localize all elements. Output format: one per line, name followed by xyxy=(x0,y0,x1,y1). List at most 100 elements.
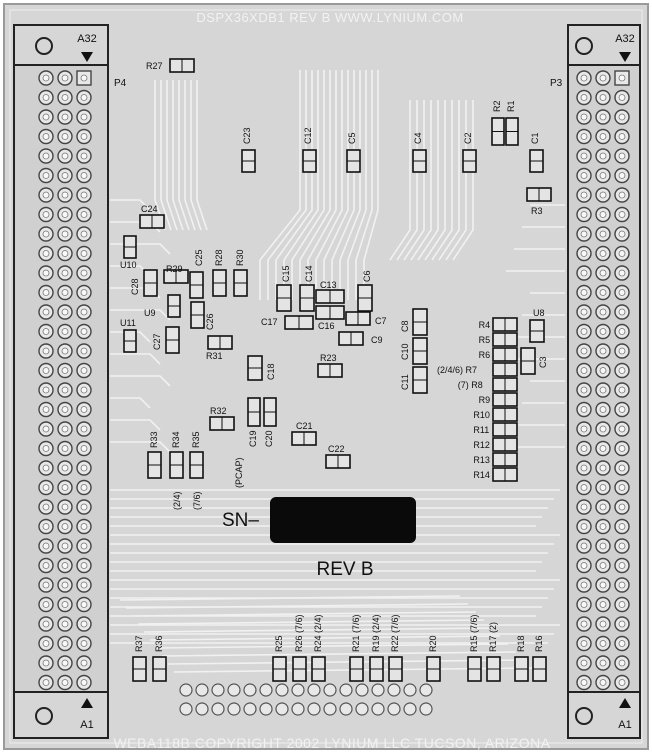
component-label: C8 xyxy=(400,320,410,332)
component-r21: R21 (7/6) xyxy=(349,614,364,682)
component-c11: C11 xyxy=(400,366,428,394)
component-label: R33 xyxy=(149,431,159,448)
component-r11: R11 xyxy=(473,422,518,437)
component-r23: R23 xyxy=(317,353,343,378)
pin-arrow-down-icon xyxy=(619,52,631,62)
serial-number-box xyxy=(270,497,416,543)
component-label: R12 xyxy=(473,440,490,450)
component-label: R20 xyxy=(428,635,438,652)
component-r1: R1 xyxy=(505,100,519,146)
component-r33: R33 xyxy=(147,431,162,479)
component-c5: C5 xyxy=(346,132,361,173)
component-label: U11 xyxy=(120,318,136,328)
component-r10: R10 xyxy=(473,407,518,422)
component-label: R35 xyxy=(191,431,201,448)
component-label: R27 xyxy=(146,61,163,71)
component-r26: R26 (7/6) xyxy=(292,614,307,682)
component-label: R4 xyxy=(479,320,491,330)
connector-p4-label: P4 xyxy=(114,78,127,89)
component-label: C16 xyxy=(318,321,335,331)
component-u10: U10 xyxy=(120,235,137,270)
component-label: R14 xyxy=(473,470,490,480)
component-c7: C7 xyxy=(345,311,387,326)
component-r28: R28 xyxy=(212,249,227,297)
component-label: R37 xyxy=(134,635,144,652)
component-label: R1 xyxy=(506,100,516,112)
component-r12: R12 xyxy=(473,437,518,452)
revision-label: REV B xyxy=(316,559,373,580)
component-label: C2 xyxy=(463,132,473,144)
component-r17: R17 (2) xyxy=(486,622,501,682)
component-label: R19 (2/4) xyxy=(371,614,381,652)
component-label: C5 xyxy=(347,132,357,144)
component-label: R23 xyxy=(320,353,337,363)
mount-hole-icon xyxy=(575,707,593,725)
component-c14: C14 xyxy=(299,265,315,312)
component-label: C26 xyxy=(205,313,215,330)
component-label: (7) R8 xyxy=(458,380,483,390)
component-label: R28 xyxy=(214,249,224,266)
mount-hole-icon xyxy=(35,37,53,55)
component-label: C14 xyxy=(304,265,314,282)
component-label: U8 xyxy=(533,308,545,318)
pin-arrow-up-icon xyxy=(619,698,631,708)
connector-p3-label: P3 xyxy=(550,78,563,89)
board-title-text: DSPX36XDB1 REV B WWW.LYNIUM.COM xyxy=(196,10,463,25)
component-u9: U9 xyxy=(144,294,181,318)
component-c25: C25 xyxy=(189,249,204,299)
component-label: R16 xyxy=(534,635,544,652)
component-label: C22 xyxy=(328,444,345,454)
component-label: C28 xyxy=(130,278,140,295)
component-r25: R25 xyxy=(272,635,287,682)
component-c10: C10 xyxy=(400,337,428,365)
component-label: C27 xyxy=(152,333,162,350)
component-note: (7/6) xyxy=(192,491,202,510)
component-label: R29 xyxy=(166,264,183,274)
component-c16: C16 xyxy=(315,305,345,331)
component-label: R26 (7/6) xyxy=(294,614,304,652)
component-c12: C12 xyxy=(302,127,317,173)
component-label: C24 xyxy=(141,204,158,214)
component-c4: C4 xyxy=(412,132,427,173)
component-label: C21 xyxy=(296,421,313,431)
component-r24: R24 (2/4) xyxy=(311,614,326,682)
component-c13: C13 xyxy=(315,280,345,304)
component-label: C9 xyxy=(371,335,383,345)
component-label: C15 xyxy=(281,265,291,282)
mount-hole-icon xyxy=(35,707,53,725)
component-label: R30 xyxy=(235,249,245,266)
component-r31: R31 xyxy=(206,335,233,361)
component-label: C13 xyxy=(320,280,337,290)
connector-p4-pin-bottom: A1 xyxy=(80,719,93,731)
component-r8: (7) R8 xyxy=(458,377,518,392)
connector-p3-pin-bottom: A1 xyxy=(618,719,631,731)
component-r5: R5 xyxy=(479,332,518,347)
component-r4: R4 xyxy=(479,317,518,332)
component-r20: R20 xyxy=(426,635,441,682)
component-c21: C21 xyxy=(291,421,317,446)
component-c3: C3 xyxy=(520,347,548,375)
mount-hole-icon xyxy=(575,37,593,55)
component-c23: C23 xyxy=(241,127,256,173)
component-c1: C1 xyxy=(529,132,544,173)
component-label: R17 (2) xyxy=(488,622,498,652)
component-r29: R29 xyxy=(163,264,189,284)
component-label: C1 xyxy=(530,132,540,144)
component-label: R36 xyxy=(154,635,164,652)
connector-p4-pin-top: A32 xyxy=(77,33,97,45)
component-c27: C27 xyxy=(152,326,180,354)
component-c28: C28 xyxy=(130,269,158,297)
component-r22: R22 (7/6) xyxy=(388,614,403,682)
component-label: C7 xyxy=(375,316,387,326)
component-label: R10 xyxy=(473,410,490,420)
component-label: C23 xyxy=(242,127,252,144)
connector-p4: A32 A1 xyxy=(13,24,109,739)
component-r6: R6 xyxy=(479,347,518,362)
component-c18: C18 xyxy=(247,355,276,381)
component-r37: R37 xyxy=(132,635,147,682)
component-label: C25 xyxy=(194,249,204,266)
component-label: R22 (7/6) xyxy=(390,614,400,652)
component-r18: R18 xyxy=(514,635,529,682)
component-label: C20 xyxy=(264,430,274,447)
